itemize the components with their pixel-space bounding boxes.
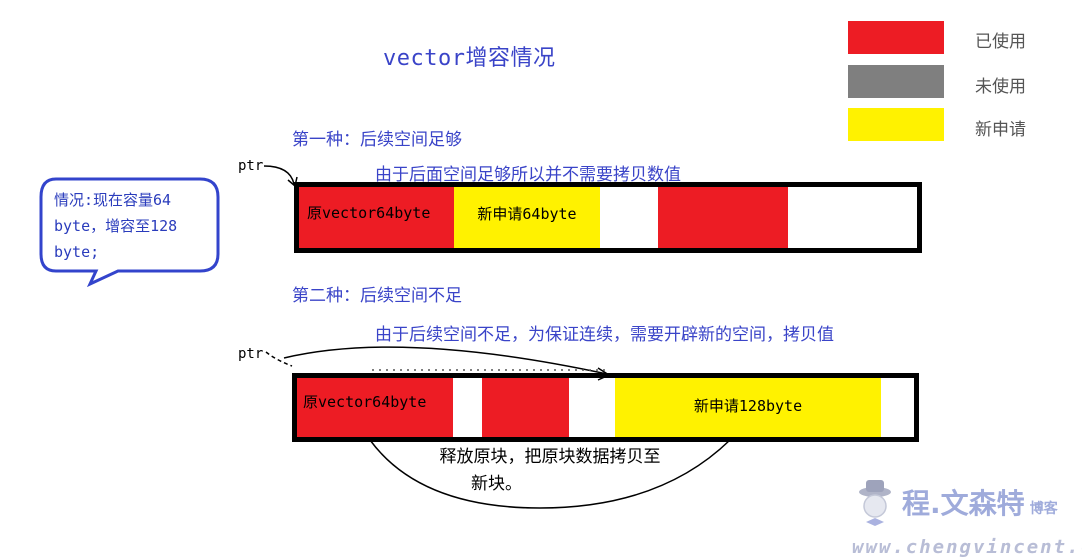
watermark-mascot-icon [859, 480, 891, 526]
legend-label-unused: 未使用 [975, 77, 1026, 97]
case1-note: 由于后面空间足够所以并不需要拷贝数值 [375, 165, 681, 185]
case2-block-used [482, 378, 569, 437]
case2-note: 由于后续空间不足，为保证连续，需要开辟新的空间，拷贝值 [375, 325, 834, 345]
case2-block-new: 新申请128byte [615, 378, 881, 437]
watermark-logo: 程.文森特 博客 [902, 482, 1058, 522]
case2-release-text: 释放原块，把原块数据拷贝至 新块。 [405, 444, 695, 498]
case1-block-new-label: 新申请64byte [477, 205, 577, 223]
watermark-small-text: 博客 [1029, 501, 1058, 517]
legend-swatch-unused [848, 65, 944, 98]
watermark-text: 程.文森特 [902, 487, 1025, 520]
case2-block-original: 原vector64byte [297, 378, 453, 437]
diagram-title: vector增容情况 [383, 46, 556, 71]
callout-bubble [39, 177, 220, 288]
case1-heading: 第一种：后续空间足够 [292, 130, 462, 150]
case2-memory-row [292, 373, 919, 442]
case2-heading: 第二种：后续空间不足 [292, 286, 462, 306]
callout-line-2: byte，增容至128 [54, 217, 178, 235]
callout-line-1: 情况:现在容量64 [54, 191, 172, 209]
callout-text: 情况:现在容量64 byte，增容至128 byte; [54, 187, 177, 265]
case1-ptr-label: ptr [238, 158, 264, 174]
watermark-url: www.chengvincent.com [852, 536, 1082, 558]
legend-swatch-new [848, 108, 944, 141]
legend-label-new: 新申请 [975, 120, 1026, 140]
legend-swatch-used [848, 21, 944, 54]
case2-release-line-2: 新块。 [471, 474, 522, 494]
case2-ptr-label: ptr [238, 346, 264, 362]
case1-block-original: 原vector64byte [299, 187, 454, 248]
case2-release-line-1: 释放原块，把原块数据拷贝至 [439, 447, 661, 467]
case1-memory-row [294, 182, 922, 253]
case1-block-used [658, 187, 788, 248]
legend-label-used: 已使用 [975, 32, 1026, 52]
case2-release-curve [369, 439, 731, 509]
callout-line-3: byte; [54, 243, 100, 261]
case2-block-new-label: 新申请128byte [693, 397, 803, 415]
case1-block-new: 新申请64byte [454, 187, 600, 248]
case1-block-original-label: 原vector64byte [307, 204, 431, 222]
case2-block-original-label: 原vector64byte [303, 393, 427, 411]
